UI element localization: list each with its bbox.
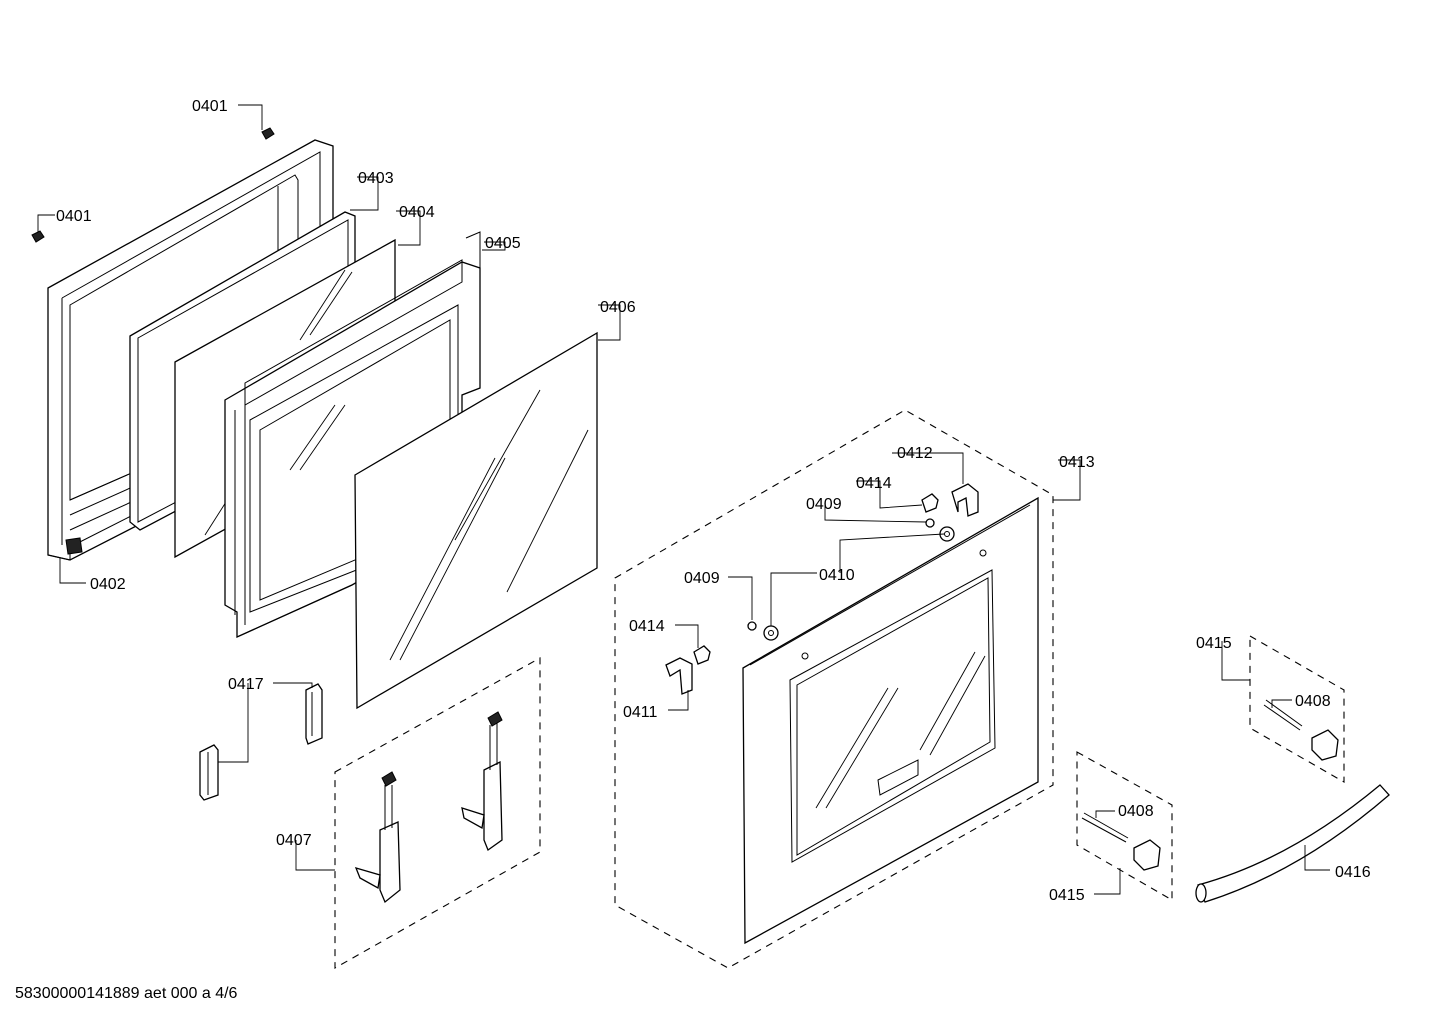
document-id-footer: 58300000141889 aet 000 a 4/6	[15, 985, 238, 1002]
label-0411: 0411	[623, 704, 658, 721]
label-0405: 0405	[485, 235, 521, 252]
label-0401-left: 0401	[56, 208, 92, 225]
label-0409-right: 0409	[806, 496, 842, 513]
washer-0410-left	[763, 625, 779, 641]
outer-glass-0406	[354, 331, 598, 710]
handle-mount-right-0415	[1249, 635, 1345, 783]
washer-0409-left	[747, 621, 757, 631]
hinges-0407	[334, 657, 541, 969]
washer-0410-right	[939, 526, 955, 542]
label-0413: 0413	[1059, 454, 1095, 471]
label-0409-left: 0409	[684, 570, 720, 587]
label-0415-right: 0415	[1196, 635, 1232, 652]
door-assembly-0413	[614, 409, 1054, 969]
label-0415-left: 0415	[1049, 887, 1085, 904]
label-0412: 0412	[897, 445, 933, 462]
screw-0401-left	[31, 230, 45, 243]
label-0401-top: 0401	[192, 98, 228, 115]
washer-0409-right	[925, 518, 935, 528]
screw-0401-top	[261, 127, 275, 140]
clip-0414-right	[921, 493, 939, 513]
handle-bar-0416	[1195, 784, 1390, 903]
label-0414-right: 0414	[856, 475, 892, 492]
label-0410-right: 0410	[819, 567, 855, 584]
label-0408-right: 0408	[1295, 693, 1331, 710]
label-0402: 0402	[90, 576, 126, 593]
label-0408-left: 0408	[1118, 803, 1154, 820]
bracket-0411	[665, 657, 693, 695]
label-0407: 0407	[276, 832, 312, 849]
label-0414-left: 0414	[629, 618, 665, 635]
leader-lines	[37, 104, 1330, 895]
clip-0417-b	[199, 744, 219, 801]
label-0403: 0403	[358, 170, 394, 187]
label-0406: 0406	[600, 299, 636, 316]
clip-0417-a	[305, 683, 323, 745]
label-0417: 0417	[228, 676, 264, 693]
clip-0414-left	[693, 645, 711, 665]
label-0404: 0404	[399, 204, 435, 221]
handle-mount-left-0415	[1076, 751, 1173, 901]
bracket-0412	[951, 483, 979, 517]
label-0416: 0416	[1335, 864, 1371, 881]
